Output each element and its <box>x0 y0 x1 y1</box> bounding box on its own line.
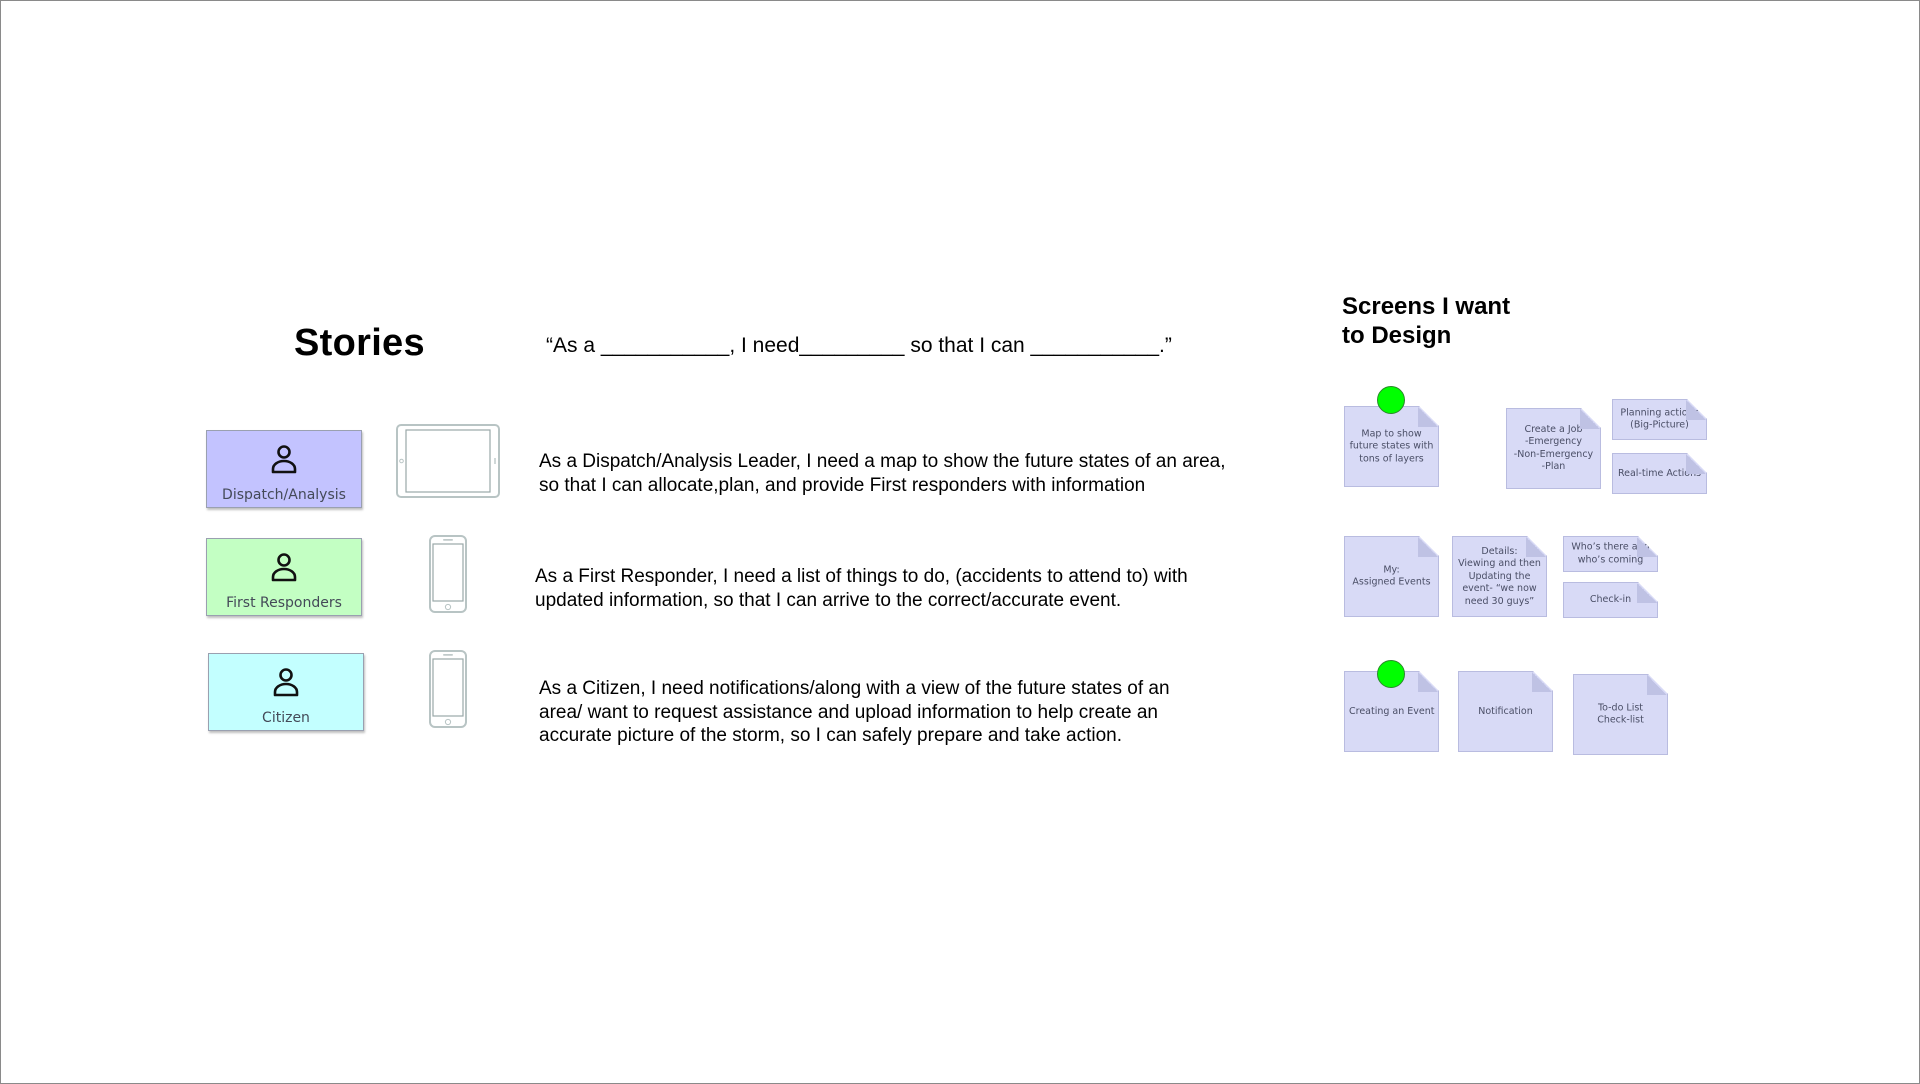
sticky-note-text: Planning actions (Big-Picture) <box>1620 407 1699 431</box>
story-text-first-responders: As a First Responder, I need a list of t… <box>535 566 1188 611</box>
phone-icon <box>429 650 467 728</box>
sticky-note: Real-time Actions <box>1612 453 1707 494</box>
sticky-note: To-do List Check-list <box>1573 674 1668 755</box>
story-text-citizen: As a Citizen, I need notifications/along… <box>539 678 1170 746</box>
highlight-dot <box>1377 660 1405 688</box>
person-icon <box>273 668 299 697</box>
sticky-note-text: Check-in <box>1589 593 1632 605</box>
persona-label: Citizen <box>262 710 310 726</box>
sticky-note-text: My: Assigned Events <box>1352 564 1431 588</box>
sticky-note: My: Assigned Events <box>1344 536 1439 617</box>
sticky-note-text: Create a Job -Emergency -Non-Emergency -… <box>1513 423 1594 472</box>
sticky-note: Create a Job -Emergency -Non-Emergency -… <box>1506 408 1601 489</box>
phone-icon <box>429 535 467 613</box>
sticky-note: Notification <box>1458 671 1553 752</box>
persona-card-dispatch: Dispatch/Analysis <box>206 430 362 508</box>
sticky-note: Check-in <box>1563 582 1658 618</box>
sticky-note: Details: Viewing and then Updating the e… <box>1452 536 1547 617</box>
highlight-dot <box>1377 386 1405 414</box>
sticky-note-text: Creating an Event <box>1349 705 1435 717</box>
sticky-note-text: Map to show future states with tons of l… <box>1349 427 1434 464</box>
person-icon <box>271 445 297 474</box>
persona-card-citizen: Citizen <box>208 653 364 731</box>
story-template: “As a ___________, I need_________ so th… <box>546 334 1172 357</box>
story-text-dispatch: As a Dispatch/Analysis Leader, I need a … <box>539 451 1226 496</box>
tablet-icon <box>396 424 500 498</box>
sticky-note: Planning actions (Big-Picture) <box>1612 399 1707 440</box>
stories-title: Stories <box>294 322 425 364</box>
sticky-note: Map to show future states with tons of l… <box>1344 406 1439 487</box>
sticky-note: Who’s there and who’s coming <box>1563 536 1658 572</box>
sticky-note-text: To-do List Check-list <box>1597 702 1644 726</box>
person-icon <box>271 553 297 582</box>
screens-title: Screens I want to Design <box>1342 293 1511 349</box>
persona-card-first-responders: First Responders <box>206 538 362 616</box>
sticky-note-text: Details: Viewing and then Updating the e… <box>1458 545 1541 607</box>
persona-label: Dispatch/Analysis <box>222 487 346 503</box>
sticky-note-text: Notification <box>1478 705 1533 717</box>
persona-label: First Responders <box>226 595 342 611</box>
sticky-note-text: Real-time Actions <box>1617 467 1702 479</box>
sticky-note-text: Who’s there and who’s coming <box>1571 541 1650 565</box>
